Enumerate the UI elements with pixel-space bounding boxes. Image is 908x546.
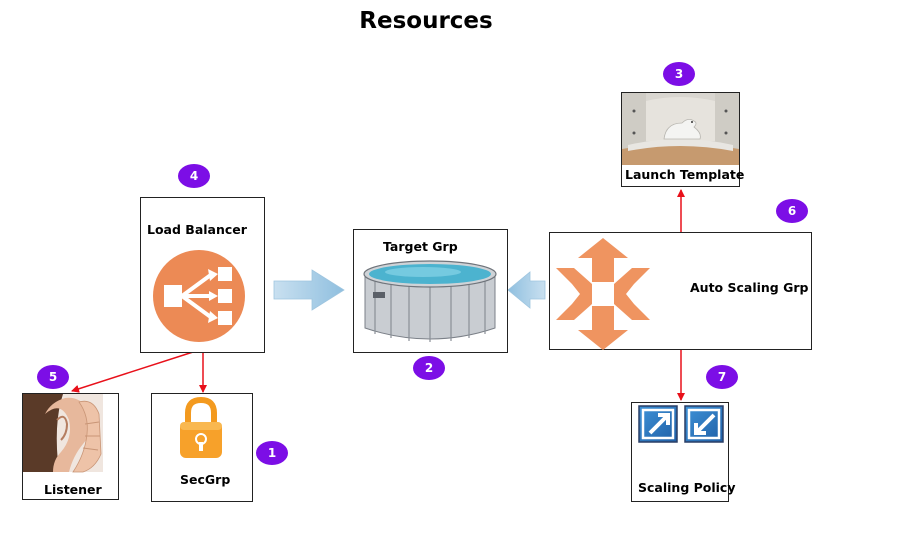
load-balancer-badge: 4 — [178, 164, 210, 188]
load-balancer-icon — [153, 250, 245, 342]
target-group-badge: 2 — [413, 356, 445, 380]
load-balancer-label: Load Balancer — [147, 222, 247, 237]
scale-arrows-icon — [556, 238, 650, 350]
launch-template-badge: 3 — [663, 62, 695, 86]
mold-photo-icon — [622, 93, 739, 165]
launch-template-label: Launch Template — [625, 167, 745, 182]
lb-to-listener-connector — [71, 351, 194, 393]
security-group-label: SecGrp — [180, 472, 231, 487]
lb-to-target-block-arrow — [273, 269, 345, 311]
ear-photo-icon — [23, 394, 103, 473]
scaling-policy-badge: 7 — [706, 365, 738, 389]
auto-scaling-group-label: Auto Scaling Grp — [690, 280, 809, 295]
diagram-title: Resources — [359, 8, 493, 34]
security-group-badge: 1 — [256, 441, 288, 465]
target-group-label: Target Grp — [383, 239, 458, 254]
asg-to-target-block-arrow — [507, 271, 546, 309]
listener-label: Listener — [44, 482, 102, 497]
padlock-icon — [180, 396, 222, 458]
auto-scaling-group-badge: 6 — [776, 199, 808, 223]
resize-arrows-icon — [638, 405, 724, 443]
scaling-policy-label: Scaling Policy — [638, 480, 736, 495]
listener-badge: 5 — [37, 365, 69, 389]
pool-icon — [363, 260, 497, 342]
